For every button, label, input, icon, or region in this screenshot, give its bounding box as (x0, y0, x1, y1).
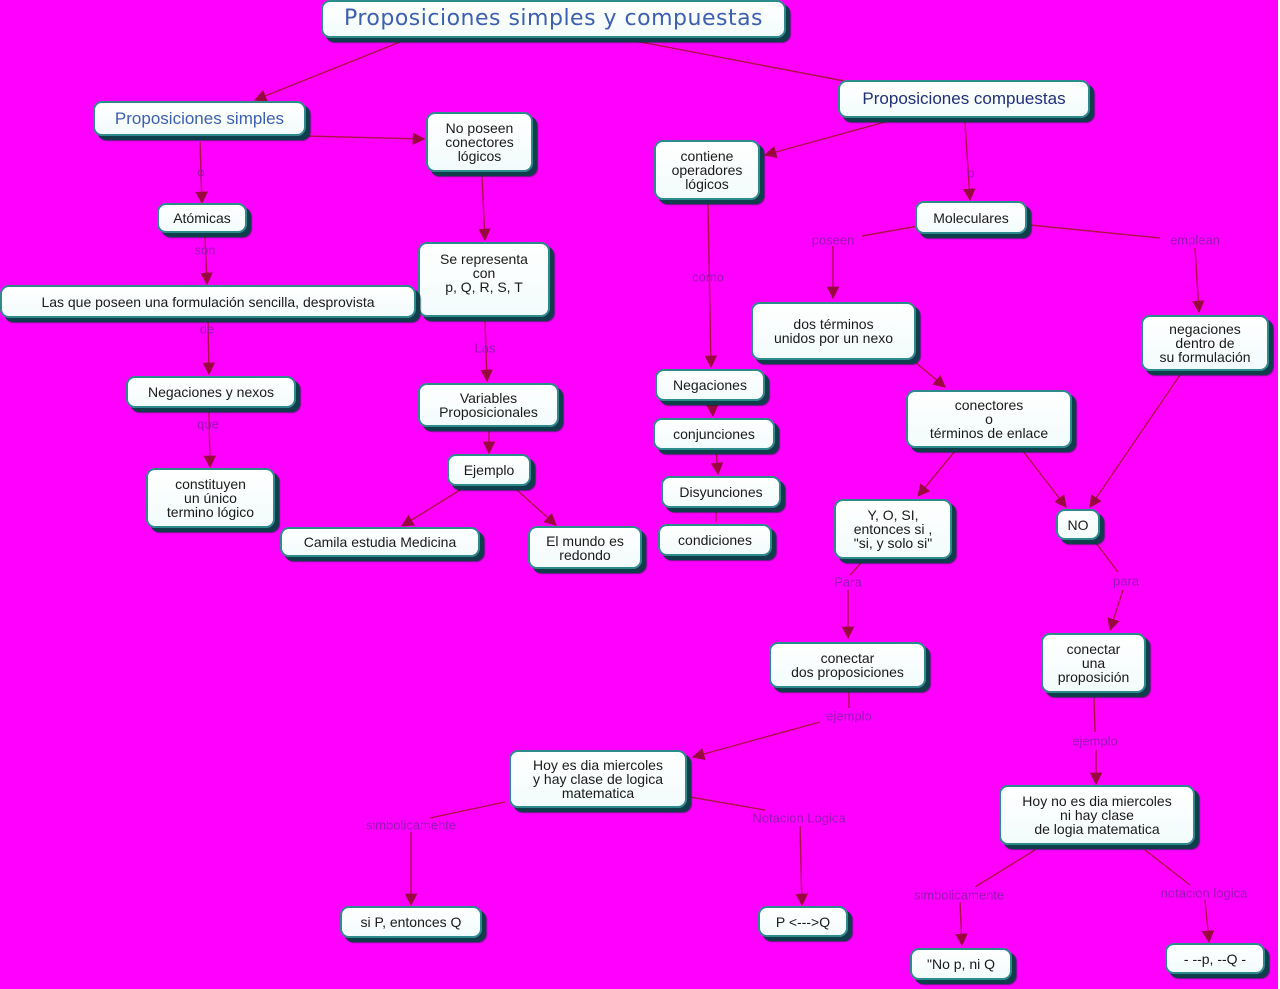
node-contiene-operadores[interactable]: contiene operadores lógicos (654, 140, 760, 200)
link-label-o-simples: o (197, 164, 205, 180)
node-negaciones[interactable]: Negaciones (655, 369, 765, 401)
link-label-notacion-logica-1: Notacion Logica (752, 810, 846, 826)
node-no[interactable]: NO (1056, 509, 1100, 540)
link-label-simbolicamente-1: simbolicamente (365, 817, 457, 833)
link-label-simbolicamente-2: simbolicamente (913, 887, 1005, 903)
link-label-notacion-logica-2: notacion logica (1160, 885, 1248, 901)
node-conectores[interactable]: conectores o términos de enlace (906, 390, 1072, 448)
node-atomicas[interactable]: Atómicas (157, 203, 247, 233)
node-no-p-ni-q[interactable]: "No p, ni Q (910, 948, 1012, 980)
node-camila[interactable]: Camila estudia Medicina (280, 527, 480, 557)
node-conectar-dos[interactable]: conectar dos proposiciones (769, 642, 926, 688)
node-hoy-es[interactable]: Hoy es dia miercoles y hay clase de logi… (509, 750, 687, 808)
link-label-o-compuestas: o (967, 165, 975, 181)
node-no-poseen-conectores[interactable]: No poseen conectores lógicos (426, 112, 533, 172)
node-y-o-si[interactable]: Y, O, SI, entonces si , "si, y solo si" (834, 499, 952, 559)
node-proposiciones-compuestas[interactable]: Proposiciones compuestas (838, 80, 1090, 118)
node-dos-terminos[interactable]: dos términos unidos por un nexo (751, 302, 916, 360)
link-label-poseen: poseen (811, 232, 855, 248)
link-label-ejemplo-1: ejemplo (826, 708, 872, 724)
link-label-las: Las (474, 340, 496, 356)
link-label-para-2: para (1112, 573, 1140, 589)
node-proposiciones-simples[interactable]: Proposiciones simples (93, 101, 306, 136)
node-constituyen[interactable]: constituyen un único termino lógico (146, 468, 275, 528)
node-negaciones-dentro[interactable]: negaciones dentro de su formulación (1141, 315, 1269, 371)
node-hoy-no-es[interactable]: Hoy no es dia miercoles ni hay clase de … (999, 785, 1195, 845)
node-moleculares[interactable]: Moleculares (915, 201, 1027, 234)
node-el-mundo[interactable]: El mundo es redondo (528, 526, 642, 569)
link-label-emplean: emplean (1170, 232, 1220, 248)
link-label-ejemplo-2: ejemplo (1072, 733, 1118, 749)
link-label-de: de (199, 321, 215, 337)
node-si-p-entonces-q[interactable]: si P, entonces Q (340, 906, 482, 938)
map-title[interactable]: Proposiciones simples y compuestas (321, 0, 786, 38)
node-condiciones[interactable]: condiciones (658, 524, 772, 556)
node-se-representa[interactable]: Se representa con p, Q, R, S, T (418, 242, 550, 317)
node-conectar-una[interactable]: conectar una proposición (1041, 633, 1146, 693)
node-las-que-poseen[interactable]: Las que poseen una formulación sencilla,… (0, 285, 416, 318)
node-negaciones-y-nexos[interactable]: Negaciones y nexos (126, 376, 296, 408)
node-disyunciones[interactable]: Disyunciones (661, 476, 781, 508)
node-p-bicondicional-q[interactable]: P <--->Q (758, 906, 848, 937)
link-label-como: como (692, 269, 724, 285)
link-label-para-1: Para (834, 574, 862, 590)
node-neg-p-neg-q[interactable]: - --p, --Q - (1165, 943, 1265, 974)
link-label-que: que (197, 416, 219, 432)
link-label-son: son (194, 242, 216, 258)
right-edge-strip (1278, 0, 1280, 989)
node-variables-proposicionales[interactable]: Variables Proposicionales (418, 383, 559, 427)
node-ejemplo[interactable]: Ejemplo (447, 454, 531, 486)
node-conjunciones[interactable]: conjunciones (653, 418, 775, 450)
